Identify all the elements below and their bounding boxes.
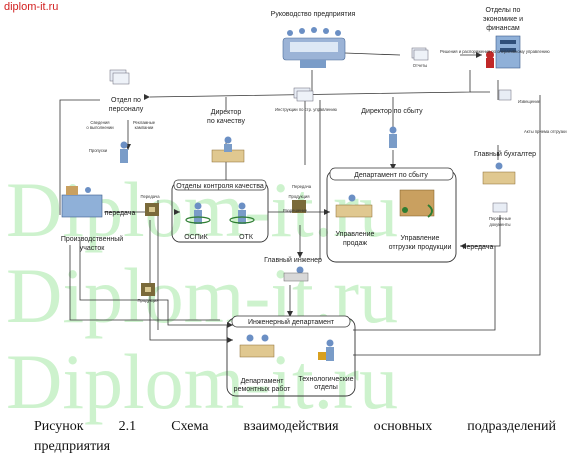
info-label-2: о выполнении [86,125,114,130]
transfer-label-2: передача [463,244,494,251]
management-label: Руководство предприятия [271,11,356,18]
products-label: Продукция [138,298,159,303]
sales-director-person-icon [389,126,397,148]
chief-accountant-label: Главный бухгалтер [474,150,536,158]
osp-worker-icon [185,202,211,224]
invoices-label: Акты приема отгрузки [524,129,567,134]
quality-director-label-2: по качеству [207,118,245,125]
figure-caption-line-2: предприятия [34,439,111,454]
personnel-docs-icon [109,69,130,85]
transfer-small-label: Передача [140,194,160,199]
finance-label-1: Отделы по [486,7,521,14]
notification-document-icon [498,89,512,101]
product-box-3-icon [292,200,306,213]
reports-document-icon [411,47,429,61]
primary-docs-label-1: Первичные [489,216,512,221]
tech-worker-icon [318,339,334,361]
shipment-boxes-icon [399,189,435,218]
chief-engineer-label: Главный инженер [264,256,322,264]
osp-label: ОСПиК [184,234,208,241]
personnel-label-2: персоналу [109,106,144,113]
transfer-label-1: передача [105,210,136,217]
reports-label: Отчеты [413,63,427,68]
shipment-management-label-2: отгрузки продукции [389,244,452,251]
otk-label: ОТК [239,234,254,241]
repair-workers-icon [239,334,275,358]
shipment-management-label-1: Управление [401,235,440,242]
engineering-department-header [231,315,351,328]
repair-label-1: Департамент [241,378,285,385]
production-machinery-icon [61,186,103,218]
release-label: Разрешение [283,208,308,213]
sales-management-label-2: продаж [343,240,367,247]
production-label-1: Производственный [61,235,123,243]
chief-engineer-person-icon [283,266,309,282]
production-label-2: участок [80,245,106,252]
primary-docs-icon [492,202,508,213]
quality-control-title: Отделы контроля качества [176,183,264,190]
sales-department-title: Департамент по сбыту [354,171,428,179]
products-label-2: Продукция [289,194,310,199]
quality-director-label-1: Директор [211,109,242,116]
finance-label-2: экономике и [483,16,523,23]
marketing-label-1: Рекламные [133,120,156,125]
finance-servers-icon [486,35,521,69]
sales-director-label: Директор по сбыту [361,107,423,115]
engineering-department-title: Инженерный департамент [248,318,335,326]
product-box-icon [145,203,159,216]
primary-docs-label-2: документы [489,222,510,227]
instructions-label: Инструкции по стр. управлению [275,107,337,112]
product-box-2-icon [141,283,155,296]
sales-department-header [329,167,454,181]
sales-management-desk-icon [335,194,373,218]
management-meeting-icon [282,27,346,68]
marketing-label-2: кампании [135,125,154,130]
passes-label: Пропуски [89,148,108,153]
chief-accountant-desk-icon [482,162,516,185]
quality-control-header [173,179,267,191]
instructions-document-icon [293,87,314,102]
arrowheads [125,52,482,343]
personnel-worker-icon [120,141,128,163]
repair-label-2: ремонтных работ [234,385,291,393]
finance-label-3: финансам [486,25,520,32]
info-label-1: Сведения [90,120,109,125]
tech-label-2: отделы [314,384,338,391]
personnel-label-1: Отдел по [111,97,141,104]
strategy-label: Решения и распоряжения по оперативному у… [440,49,550,54]
notification-label: Извещение [518,99,541,104]
sales-management-label-1: Управление [336,231,375,238]
transfer-small-label-2: Передача [292,184,312,189]
tech-label-1: Технологические [298,376,353,383]
site-url: diplom-it.ru [4,1,59,13]
quality-director-desk-icon [211,136,245,163]
figure-caption-line-1: Рисунок 2.1 Схема взаимодействия основны… [34,419,556,434]
otk-worker-icon [229,202,255,224]
